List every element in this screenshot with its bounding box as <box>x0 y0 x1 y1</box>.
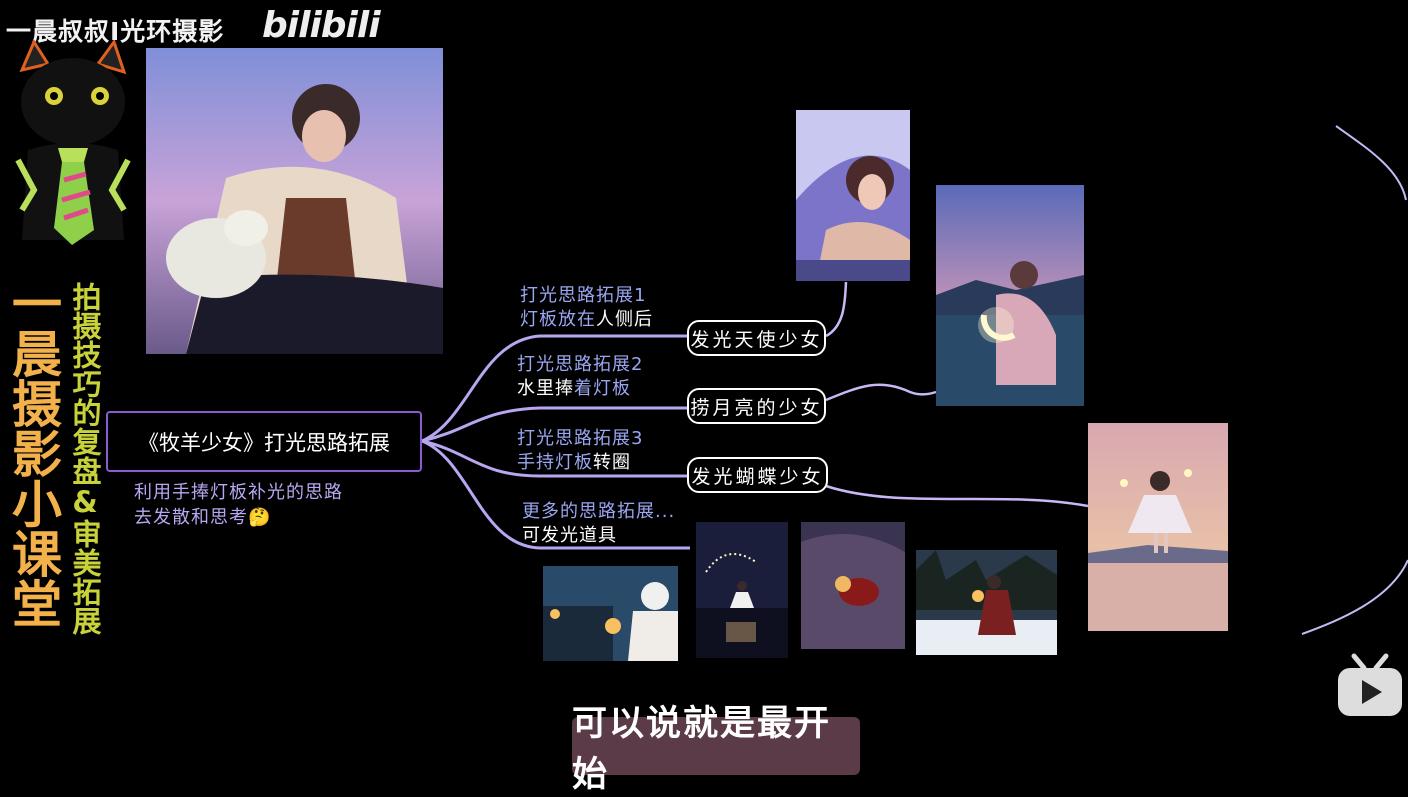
cat-mascot-icon <box>14 38 132 248</box>
branch-detail-highlight: 可发光道具 <box>522 525 617 546</box>
snow-lantern-photo <box>916 550 1057 655</box>
mindmap-root-node: 《牧羊少女》打光思路拓展 <box>106 411 422 472</box>
branch-detail: 灯板放在 <box>520 309 596 330</box>
mindmap-connectors <box>421 125 1408 635</box>
branch-title: 更多的思路拓展... <box>522 501 676 522</box>
branch-title: 打光思路拓展1 <box>520 285 647 306</box>
root-note: 利用手捧灯板补光的思路 去发散和思考🤔 <box>134 480 343 530</box>
shepherd-girl-photo <box>146 48 443 354</box>
sparkle-dancer-photo <box>696 522 788 658</box>
branch-detail-highlight: 人侧后 <box>596 309 653 330</box>
moon-girl-photo <box>936 185 1084 406</box>
root-note-line: 去发散和思考🤔 <box>134 507 272 528</box>
angel-girl-photo <box>796 110 910 281</box>
video-subtitle: 可以说就是最开始 <box>572 704 860 795</box>
branch-detail-highlight: 转圈 <box>593 452 631 473</box>
water-lantern-photo <box>801 522 905 649</box>
series-subtitle: 拍摄技巧的复盘&审美拓展 <box>68 282 102 635</box>
root-note-line: 利用手捧灯板补光的思路 <box>134 482 343 503</box>
leaf-moon-girl: 捞月亮的少女 <box>687 388 826 424</box>
branch-label-3: 打光思路拓展3 手持灯板转圈 <box>517 427 643 475</box>
leaf-butterfly-girl: 发光蝴蝶少女 <box>687 457 828 493</box>
branch-title: 打光思路拓展2 <box>517 354 644 375</box>
leaf-angel-girl: 发光天使少女 <box>687 320 826 356</box>
bilibili-logo: bilibili <box>262 5 381 46</box>
branch-detail: 着灯板 <box>574 378 631 399</box>
branch-detail-highlight: 水里捧 <box>517 378 574 399</box>
butterfly-girl-photo <box>1088 423 1228 631</box>
branch-label-4: 更多的思路拓展... 可发光道具 <box>522 500 675 548</box>
lantern-girl-photo <box>543 566 678 661</box>
branch-label-1: 打光思路拓展1 灯板放在人侧后 <box>520 284 653 332</box>
series-title: 一晨摄影小课堂 <box>4 278 62 628</box>
branch-detail: 手持灯板 <box>517 452 593 473</box>
branch-label-2: 打光思路拓展2 水里捧着灯板 <box>517 353 643 401</box>
branch-title: 打光思路拓展3 <box>517 428 644 449</box>
bilibili-tv-icon[interactable] <box>1336 652 1404 718</box>
